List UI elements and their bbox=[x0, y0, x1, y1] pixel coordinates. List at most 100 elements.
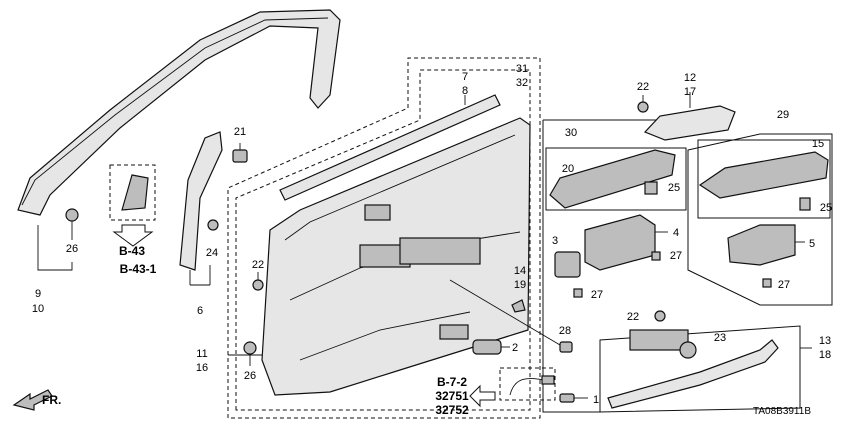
label-5: 5 bbox=[809, 238, 815, 250]
switch-30-box bbox=[545, 147, 687, 211]
diagram-code: TA08B3911B bbox=[753, 406, 811, 417]
door-trim-group-outline bbox=[235, 69, 531, 411]
label-28: 28 bbox=[559, 325, 571, 337]
label-12: 12 bbox=[684, 72, 696, 84]
label-19: 19 bbox=[514, 279, 526, 291]
trim-13-box bbox=[599, 325, 801, 413]
label-21: 21 bbox=[234, 126, 246, 138]
screw-icon bbox=[762, 278, 772, 288]
lining-contour bbox=[284, 134, 516, 241]
screw-28 bbox=[449, 279, 573, 353]
clip-22-top bbox=[637, 95, 649, 113]
fr-arrow bbox=[12, 389, 53, 411]
label-29: 29 bbox=[777, 109, 789, 121]
label-11: 11 bbox=[196, 348, 207, 360]
clip-icon bbox=[252, 279, 264, 291]
label-6: 6 bbox=[197, 305, 203, 317]
clip-icon bbox=[637, 101, 649, 113]
label-20: 20 bbox=[562, 163, 574, 175]
screw-icon bbox=[573, 288, 583, 298]
small-clip bbox=[799, 197, 811, 211]
label-10: 10 bbox=[32, 303, 44, 315]
label-26a: 26 bbox=[66, 243, 78, 255]
sash-molding bbox=[17, 9, 341, 216]
label-14: 14 bbox=[514, 265, 526, 277]
switch-3-part bbox=[554, 251, 581, 278]
bulb-icon bbox=[559, 393, 575, 403]
label-27a: 27 bbox=[670, 250, 682, 262]
label-25b: 25 bbox=[820, 202, 832, 214]
labels: 9 10 26 B-43 B-43-1 24 6 21 22 11 16 26 … bbox=[32, 63, 832, 417]
sash-molding-part bbox=[17, 9, 341, 216]
leader-9 bbox=[37, 225, 73, 271]
small-switch bbox=[644, 181, 658, 195]
harness-1 bbox=[509, 375, 588, 403]
armrest-panel-15 bbox=[698, 151, 829, 211]
label-fr: FR. bbox=[42, 393, 61, 407]
screw-icon bbox=[651, 251, 661, 261]
label-2: 2 bbox=[512, 342, 518, 354]
label-22b: 22 bbox=[637, 81, 649, 93]
clip-26-lower bbox=[243, 341, 257, 366]
sash-molding-edge bbox=[21, 17, 329, 206]
switch-5-part bbox=[727, 224, 796, 266]
screw-icon bbox=[232, 149, 248, 163]
garnish-part bbox=[179, 131, 223, 271]
label-25a: 25 bbox=[668, 182, 680, 194]
label-18: 18 bbox=[819, 349, 831, 361]
weatherstrip-part bbox=[279, 94, 501, 201]
armrest-lid-part bbox=[643, 105, 736, 141]
group-frames bbox=[109, 57, 833, 419]
label-27b: 27 bbox=[591, 289, 603, 301]
pocket-icon bbox=[511, 299, 526, 313]
arrow-down-icon bbox=[112, 224, 154, 247]
wire bbox=[509, 378, 546, 396]
b43-box bbox=[109, 164, 156, 221]
lamp-slot bbox=[439, 324, 469, 340]
label-22c: 22 bbox=[627, 311, 639, 323]
reflector-2 bbox=[472, 339, 510, 355]
clip-icon bbox=[207, 219, 219, 231]
armrest-15-box bbox=[697, 139, 831, 219]
switch-bezel bbox=[629, 329, 689, 351]
ref-b43-1: B-43-1 bbox=[120, 262, 157, 276]
label-13: 13 bbox=[819, 335, 831, 347]
label-9: 9 bbox=[35, 288, 41, 300]
front-arrow-icon bbox=[12, 389, 53, 411]
label-24: 24 bbox=[206, 247, 218, 259]
armrest-panel-part bbox=[698, 151, 829, 199]
label-23: 23 bbox=[714, 332, 726, 344]
label-32: 32 bbox=[516, 77, 528, 89]
weatherstrip-7-8 bbox=[279, 94, 501, 201]
switch-20 bbox=[549, 149, 676, 209]
armrest-lid-12-17 bbox=[643, 92, 736, 141]
clip-26-left bbox=[65, 208, 79, 240]
label-15: 15 bbox=[812, 138, 824, 150]
connector-icon bbox=[541, 375, 555, 385]
label-1: 1 bbox=[593, 394, 599, 406]
pull-pocket-14-19 bbox=[511, 299, 526, 313]
clip-22 bbox=[654, 310, 666, 322]
harness-box bbox=[499, 367, 556, 401]
door-lining bbox=[228, 117, 531, 396]
label-16: 16 bbox=[196, 362, 208, 374]
lining-contour bbox=[299, 311, 471, 361]
switch-group-frame bbox=[542, 120, 600, 413]
clip-icon bbox=[65, 208, 79, 222]
label-8: 8 bbox=[462, 85, 468, 97]
door-panel-group-outline bbox=[227, 57, 541, 419]
label-3: 3 bbox=[552, 235, 558, 247]
label-7: 7 bbox=[462, 71, 468, 83]
screw-icon bbox=[559, 341, 573, 353]
ref-b7-2: B-7-2 bbox=[437, 375, 467, 389]
lower-trim-part bbox=[607, 339, 779, 409]
leader-line bbox=[449, 279, 561, 346]
armrest-29-box bbox=[687, 133, 833, 306]
speaker-icon bbox=[121, 174, 149, 211]
master-switch-part bbox=[549, 149, 676, 209]
switch-3-4 bbox=[554, 214, 668, 298]
label-17: 17 bbox=[684, 86, 696, 98]
b43-reference bbox=[112, 174, 154, 247]
ref-32752: 32752 bbox=[435, 403, 469, 417]
